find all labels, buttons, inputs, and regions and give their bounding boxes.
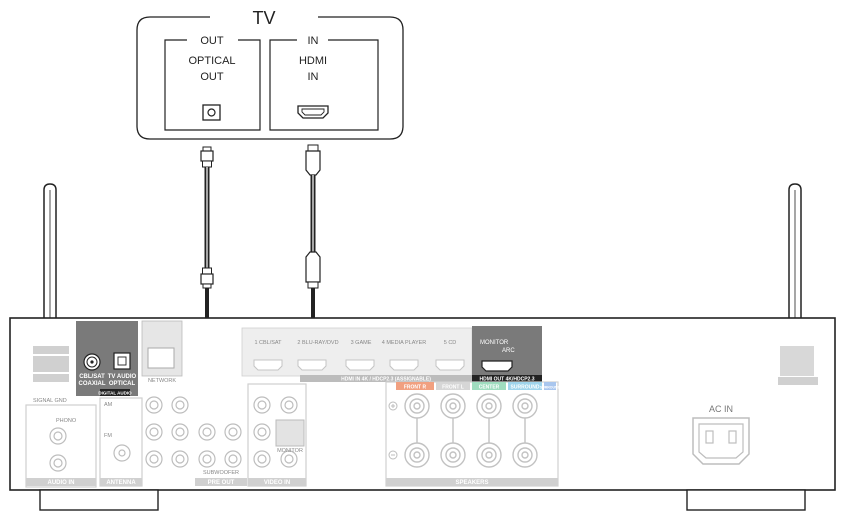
surround-l-tag bbox=[544, 382, 556, 390]
receiver-rear-panel: CBL/SAT COAXIAL TV AUDIO OPTICAL DIGITAL… bbox=[9, 317, 836, 511]
hdmi-in-label-line2: IN bbox=[308, 71, 319, 83]
ac-in-socket bbox=[692, 417, 750, 465]
optical-out-port-icon bbox=[202, 104, 221, 121]
hdmi-in-4-label: 4 MEDIA PLAYER bbox=[382, 340, 427, 346]
subwoofer-label: SUBWOOFER bbox=[203, 470, 239, 476]
left-foot bbox=[39, 489, 159, 511]
hdmi-input-ports bbox=[253, 359, 465, 371]
ac-in-label: AC IN bbox=[709, 404, 733, 414]
antenna-label: ANTENNA bbox=[106, 480, 136, 486]
phono-label: PHONO bbox=[56, 418, 77, 424]
hdmi-in-label-line1: HDMI bbox=[299, 55, 327, 67]
fm-jack bbox=[113, 444, 131, 462]
speaker-ch-center: CENTER bbox=[479, 385, 500, 391]
hdmi-out-section-label: HDMI OUT 4K/HDCP2.3 bbox=[479, 377, 534, 383]
tv-title: TV bbox=[252, 8, 275, 28]
pre-out-label: PRE OUT bbox=[208, 480, 235, 486]
hdmi-in-1-label: 1 CBL/SAT bbox=[254, 340, 282, 346]
signal-gnd-label: SIGNAL GND bbox=[33, 398, 67, 404]
polarity-marks bbox=[388, 401, 398, 460]
coaxial-label-1: CBL/SAT bbox=[79, 374, 105, 380]
optical-port-label-2: OPTICAL bbox=[109, 381, 136, 387]
right-foot bbox=[686, 489, 806, 511]
hdmi-input-labels: 1 CBL/SAT 2 BLU-RAY/DVD 3 GAME 4 MEDIA P… bbox=[254, 340, 456, 346]
video-jacks bbox=[253, 396, 298, 468]
tv-panel: TV OUT OPTICAL OUT IN HDMI IN bbox=[136, 8, 404, 140]
network-label: NETWORK bbox=[148, 378, 176, 384]
in-section-frame bbox=[269, 39, 379, 131]
audio-rca-jacks bbox=[145, 396, 242, 468]
front-l-tag bbox=[436, 382, 470, 390]
optical-port-label-1: TV AUDIO bbox=[108, 374, 137, 380]
hdmi-out-highlight bbox=[472, 326, 542, 382]
hdmi-out-port bbox=[481, 360, 513, 372]
center-tag bbox=[472, 382, 506, 390]
am-label: AM bbox=[104, 402, 113, 408]
monitor-label: MONITOR bbox=[480, 340, 509, 346]
audio-in-label: AUDIO IN bbox=[48, 480, 75, 486]
speaker-terminals bbox=[404, 393, 538, 468]
coaxial-label-2: COAXIAL bbox=[79, 381, 106, 387]
speaker-ch-front-l: FRONT L bbox=[442, 385, 464, 391]
digital-audio-label: DIGITAL AUDIO bbox=[98, 391, 132, 396]
monitor-out-label: MONITOR bbox=[277, 448, 303, 454]
optical-input-port bbox=[113, 352, 131, 370]
surround-r-tag bbox=[508, 382, 542, 390]
speaker-ch-front-r: FRONT R bbox=[404, 385, 427, 391]
speaker-ch-surround-r: SURROUND bbox=[511, 385, 540, 391]
out-section-frame bbox=[164, 39, 261, 131]
fm-label: FM bbox=[104, 433, 112, 439]
speaker-ch-surround-l: SURROUND bbox=[540, 386, 561, 390]
hdmi-in-2-label: 2 BLU-RAY/DVD bbox=[297, 340, 338, 346]
hdmi-in-port-icon bbox=[297, 105, 329, 119]
out-group-label: OUT bbox=[200, 35, 224, 47]
in-group-label: IN bbox=[308, 35, 319, 47]
optical-out-label-line2: OUT bbox=[200, 71, 224, 83]
video-in-label: VIDEO IN bbox=[264, 480, 290, 486]
hdmi-in-3-label: 3 GAME bbox=[351, 340, 372, 346]
speakers-label: SPEAKERS bbox=[455, 480, 488, 486]
hdmi-in-5-label: 5 CD bbox=[444, 340, 457, 346]
coaxial-jack bbox=[83, 353, 101, 371]
phono-jacks bbox=[49, 427, 67, 472]
optical-out-label-line1: OPTICAL bbox=[188, 55, 235, 67]
arc-label: ARC bbox=[502, 348, 515, 354]
front-r-tag bbox=[396, 382, 434, 390]
hdmi-in-section-label: HDMI IN 4K / HDCP2.3 (ASSIGNABLE) bbox=[341, 377, 431, 383]
